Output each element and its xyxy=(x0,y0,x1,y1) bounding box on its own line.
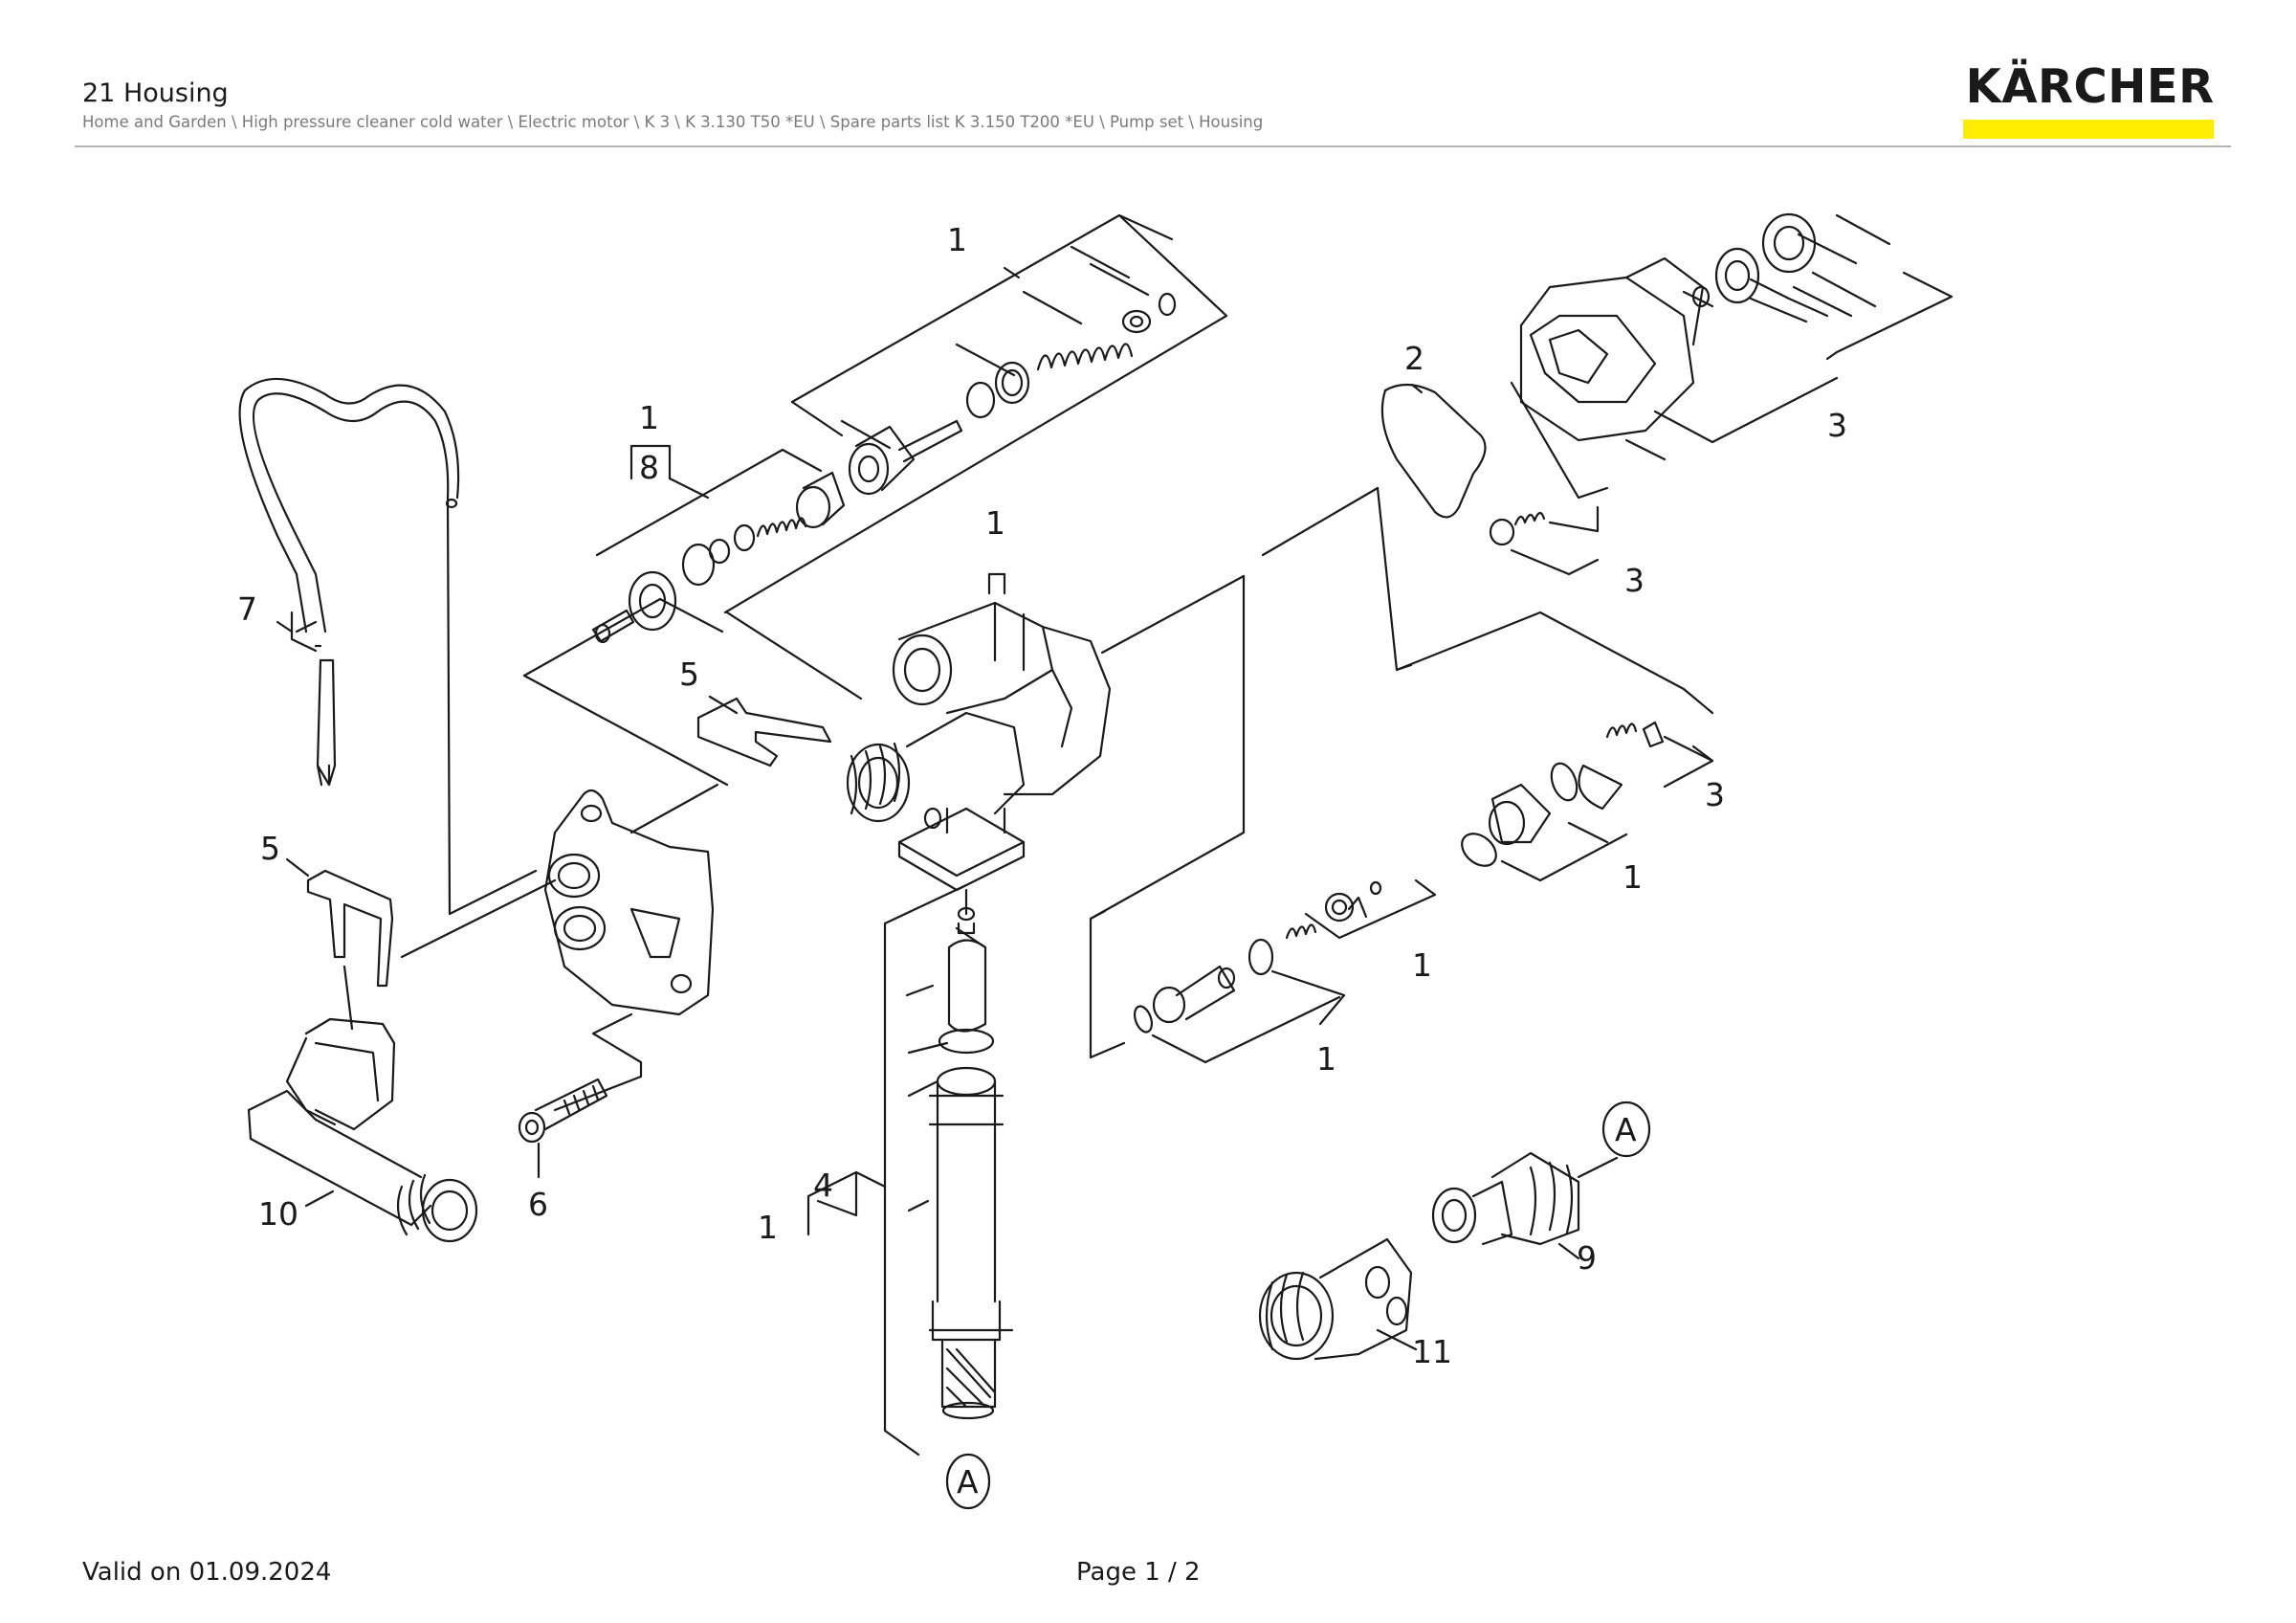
page-title: 21 Housing xyxy=(82,78,229,108)
elbow-connector-10 xyxy=(247,1017,478,1243)
logo-yellow-bar xyxy=(1963,120,2214,139)
valid-date: Valid on 01.09.2024 xyxy=(82,1558,332,1587)
valve-kit-top xyxy=(723,213,1228,614)
breadcrumb: Home and Garden \ High pressure cleaner … xyxy=(82,113,1264,131)
callout-8: 8 xyxy=(639,449,659,486)
callout-5-center: 5 xyxy=(679,656,699,693)
logo-wordmark: KÄRCHER xyxy=(1965,59,2215,114)
marker-a-bottom: A xyxy=(957,1463,979,1501)
hose-7 xyxy=(238,377,538,916)
callout-2: 2 xyxy=(1404,340,1424,377)
callout-1-right: 1 xyxy=(1623,858,1643,896)
valve-group-right xyxy=(1461,721,1714,882)
small-valve-3 xyxy=(1489,505,1600,576)
callout-1-top: 1 xyxy=(947,221,967,258)
callout-11: 11 xyxy=(1412,1333,1452,1370)
pump-housing-left xyxy=(400,783,719,1112)
clip-5-left xyxy=(285,857,394,1031)
marker-a-circle-bottom xyxy=(945,1453,991,1510)
callout-1-mid-b: 1 xyxy=(1316,1040,1336,1078)
callout-7: 7 xyxy=(237,590,257,628)
pump-housing-center xyxy=(725,572,1246,1059)
callout-1-center: 1 xyxy=(985,504,1005,542)
cover-assembly xyxy=(1510,212,1954,500)
clip-5-center xyxy=(696,695,832,767)
marker-a-circle-right xyxy=(1601,1101,1651,1158)
karcher-logo: KÄRCHER xyxy=(1963,63,2216,139)
header-divider xyxy=(75,145,2231,147)
callout-9: 9 xyxy=(1577,1239,1597,1277)
marker-a-right: A xyxy=(1615,1111,1637,1148)
hose-coupling-11 xyxy=(1258,1237,1418,1361)
page-number: Page 1 / 2 xyxy=(1076,1558,1201,1587)
callout-5-left: 5 xyxy=(260,830,280,867)
callout-6: 6 xyxy=(528,1186,548,1223)
suction-filter-4 xyxy=(806,883,1014,1456)
callout-10: 10 xyxy=(258,1195,298,1233)
callout-1-left: 1 xyxy=(758,1209,778,1246)
hose-coupling-9 xyxy=(1431,1151,1619,1260)
callout-4: 4 xyxy=(813,1167,833,1204)
callout-1-kit: 1 xyxy=(639,399,659,436)
valve-group-mid xyxy=(1089,878,1437,1064)
valve-kit-8 xyxy=(522,444,846,787)
triangle-seal-2 xyxy=(1261,383,1714,715)
callout-3-valve: 3 xyxy=(1624,562,1645,599)
callout-3-right: 3 xyxy=(1705,776,1725,813)
callout-1-mid-a: 1 xyxy=(1412,946,1432,984)
callout-3-cover: 3 xyxy=(1827,407,1847,444)
screw-6 xyxy=(518,1078,608,1179)
